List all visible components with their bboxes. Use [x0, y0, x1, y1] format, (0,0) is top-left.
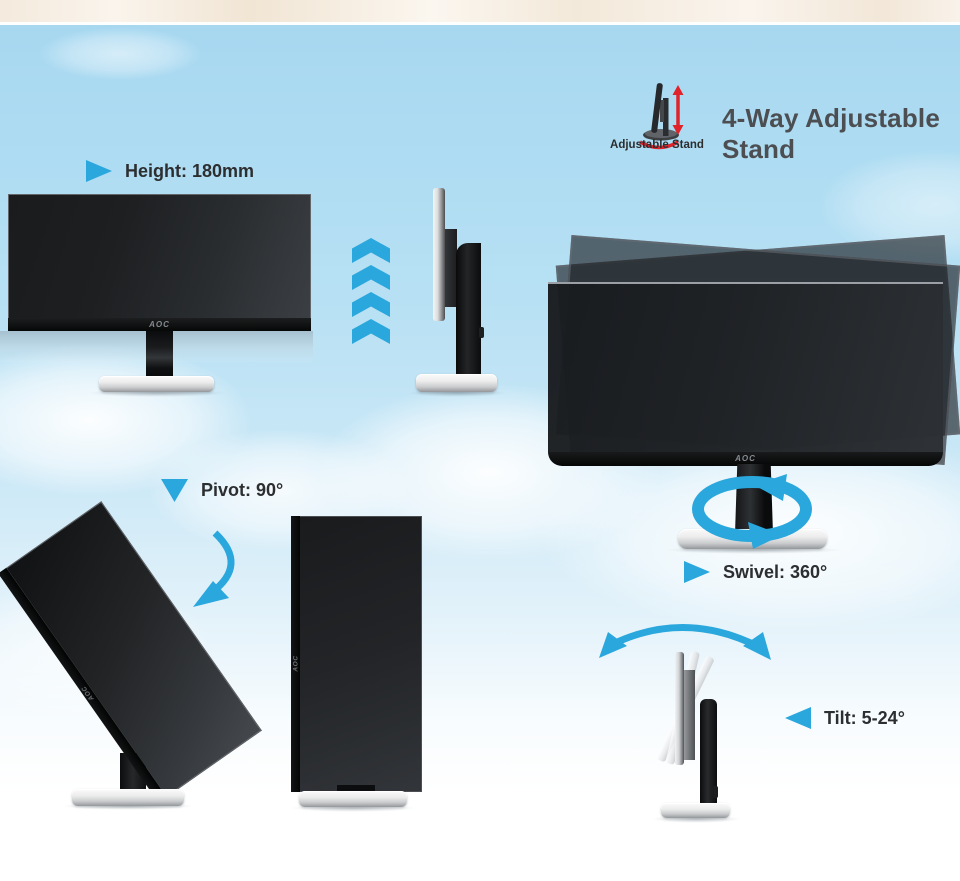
red-swivel-arc-icon: [639, 140, 679, 150]
icon-stand-column: [663, 98, 669, 136]
monitor-front-stand-base: [99, 376, 214, 392]
monitor-side-stand-column: [456, 243, 481, 389]
monitor-tilt-cable-clip: [712, 786, 718, 798]
feature-swivel: Swivel: 360°: [684, 561, 827, 583]
feature-pivot-label: Pivot: 90°: [201, 480, 284, 500]
chevron-up-icon: [352, 292, 390, 317]
monitor-side-cable-clip: [479, 327, 484, 338]
triangle-down-icon: [161, 479, 188, 502]
ground-shadow: [290, 804, 416, 812]
ground-shadow: [88, 389, 226, 397]
monitor-portrait: AOC: [291, 516, 422, 792]
cloud: [40, 28, 200, 80]
chevron-up-icon: [352, 238, 390, 263]
triangle-right-icon: [86, 160, 112, 182]
ground-shadow: [664, 546, 842, 554]
monitor-front-stand-column: [146, 331, 173, 382]
monitor-swivel-screen: [548, 282, 943, 452]
adjustable-stand-icon-label: Adjustable Stand: [610, 139, 704, 151]
monitor-side-panel: [433, 188, 445, 321]
triangle-right-icon: [684, 561, 710, 583]
ground-shadow: [652, 815, 740, 823]
feature-swivel-label: Swivel: 360°: [723, 561, 828, 582]
monitor-portrait-screen: [300, 516, 422, 792]
ground-shadow: [62, 802, 194, 810]
adjustable-stand-icon: [639, 83, 684, 150]
monitor-side-mount: [444, 229, 457, 307]
monitor-tilt-panel: [675, 652, 684, 765]
monitor-tilt-stand-base: [661, 803, 730, 818]
aoc-logo: AOC: [735, 454, 756, 463]
triangle-left-icon: [785, 707, 811, 729]
pivot-arrow-icon: [193, 530, 235, 607]
monitor-front-bezel: AOC: [8, 318, 311, 331]
top-photo-strip: [0, 0, 960, 25]
icon-monitor-panel: [651, 83, 663, 133]
monitor-front-screen: [8, 194, 311, 318]
monitor-swivel-bezel: AOC: [548, 452, 943, 466]
monitor-portrait-bezel: AOC: [291, 516, 300, 792]
feature-tilt-label: Tilt: 5-24°: [824, 707, 905, 728]
monitor-side-stand-base: [416, 374, 497, 392]
chevron-up-icon: [352, 319, 390, 344]
ground-shadow: [408, 389, 506, 397]
feature-tilt: Tilt: 5-24°: [785, 707, 905, 729]
tilt-arrow-icon: [599, 624, 771, 660]
aoc-logo: AOC: [292, 654, 300, 672]
page-title: 4-Way Adjustable Stand: [722, 103, 940, 164]
swivel-arrow-icon: [692, 474, 812, 549]
monitor-tilt-mount: [684, 670, 695, 760]
monitor-swivel-stand-column: [735, 464, 773, 534]
chevron-up-icon: [352, 265, 390, 290]
monitor-pivot-stand-base: [72, 789, 184, 806]
feature-pivot: Pivot: 90°: [161, 479, 283, 502]
aoc-logo: AOC: [149, 319, 170, 329]
monitor-portrait-stand-base: [299, 791, 407, 807]
feature-height-label: Height: 180mm: [125, 160, 255, 181]
feature-height: Height: 180mm: [86, 160, 254, 182]
